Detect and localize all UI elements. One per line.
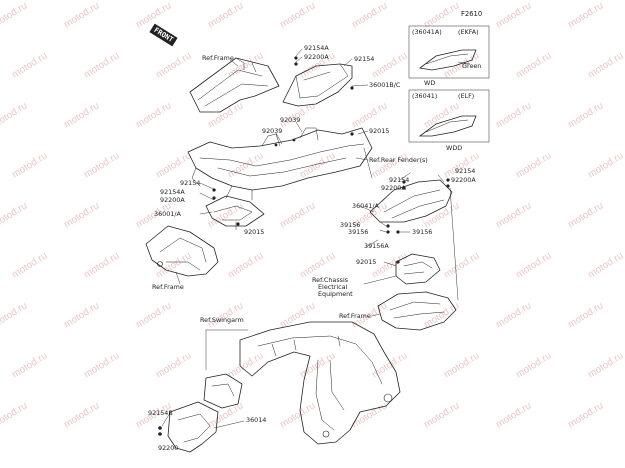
figure-code: F2610 <box>461 10 483 18</box>
inset-box-2 <box>408 89 490 143</box>
label-39156-a: 39156 <box>340 221 361 229</box>
label-36014: 36014 <box>246 416 267 424</box>
inset-2-code: (36041) <box>412 92 438 100</box>
seat-cowl-top <box>282 63 353 107</box>
inset-1-code: (36041A) <box>412 28 442 36</box>
label-92154-right-b: 92154 <box>455 167 476 175</box>
label-92039-a: 92039 <box>280 116 301 124</box>
label-92154B: 92154B <box>148 409 173 417</box>
label-ref-frame-top: Ref.Frame <box>202 54 234 62</box>
side-cover-36041A <box>369 179 453 223</box>
bracket-36001A <box>205 195 265 227</box>
inset-1-color: Green <box>462 62 482 70</box>
frame-bracket-left <box>145 225 219 277</box>
electrical-bracket <box>395 253 441 285</box>
swingarm <box>239 321 401 445</box>
inset-1-sub: WD <box>424 79 436 87</box>
inset-part-1 <box>419 49 477 71</box>
label-92154-left: 92154 <box>180 179 201 187</box>
frame-bracket-top <box>189 57 280 113</box>
fasteners <box>158 56 450 436</box>
label-ref-chassis-2: Electrical <box>318 283 348 291</box>
label-92015-left: 92015 <box>244 228 265 236</box>
label-39156-c: 39156 <box>412 228 433 236</box>
label-92154A-top: 92154A <box>304 44 329 52</box>
label-ref-frame-left: Ref.Frame <box>152 283 184 291</box>
inset-1-model: (EKFA) <box>458 28 479 36</box>
label-39156-b: 39156 <box>348 228 369 236</box>
swingarm-pad <box>203 373 243 409</box>
label-92200A-right-b: 92200A <box>451 176 476 184</box>
label-ref-chassis-3: Equipment <box>318 290 353 298</box>
label-ref-frame-right: Ref.Frame <box>339 312 371 320</box>
inset-part-2 <box>418 115 477 137</box>
chain-guard <box>167 401 219 453</box>
label-92154-top: 92154 <box>354 55 375 63</box>
label-92154A-left: 92154A <box>160 188 185 196</box>
label-36001A: 36001/A <box>154 210 181 218</box>
label-92015-top: 92015 <box>369 127 390 135</box>
label-ref-rear-fender: Ref.Rear Fender(s) <box>369 156 428 164</box>
label-92200A-left: 92200A <box>160 196 185 204</box>
label-92154-right-a: 92154 <box>389 176 410 184</box>
label-36001B: 36001B/C <box>369 81 401 89</box>
label-36041A: 36041/A <box>352 202 379 210</box>
inner-fender-right <box>377 291 457 331</box>
label-92200A-right-a: 92200A <box>381 184 406 192</box>
label-92039-b: 92039 <box>262 127 283 135</box>
label-92015-mid: 92015 <box>356 258 377 266</box>
label-92200A-top: 92200A <box>304 53 329 61</box>
label-92200-bottom: 92200 <box>158 444 179 452</box>
leader-lines <box>161 48 459 429</box>
inset-box-1 <box>408 25 490 79</box>
label-ref-chassis-1: Ref.Chassis <box>312 276 349 284</box>
label-39156A: 39156A <box>364 242 389 250</box>
label-ref-swingarm: Ref.Swingarm <box>200 316 244 324</box>
inset-2-model: (ELF) <box>458 92 475 100</box>
inset-2-sub: WDD <box>446 144 463 152</box>
rear-fender-assembly <box>187 127 373 201</box>
